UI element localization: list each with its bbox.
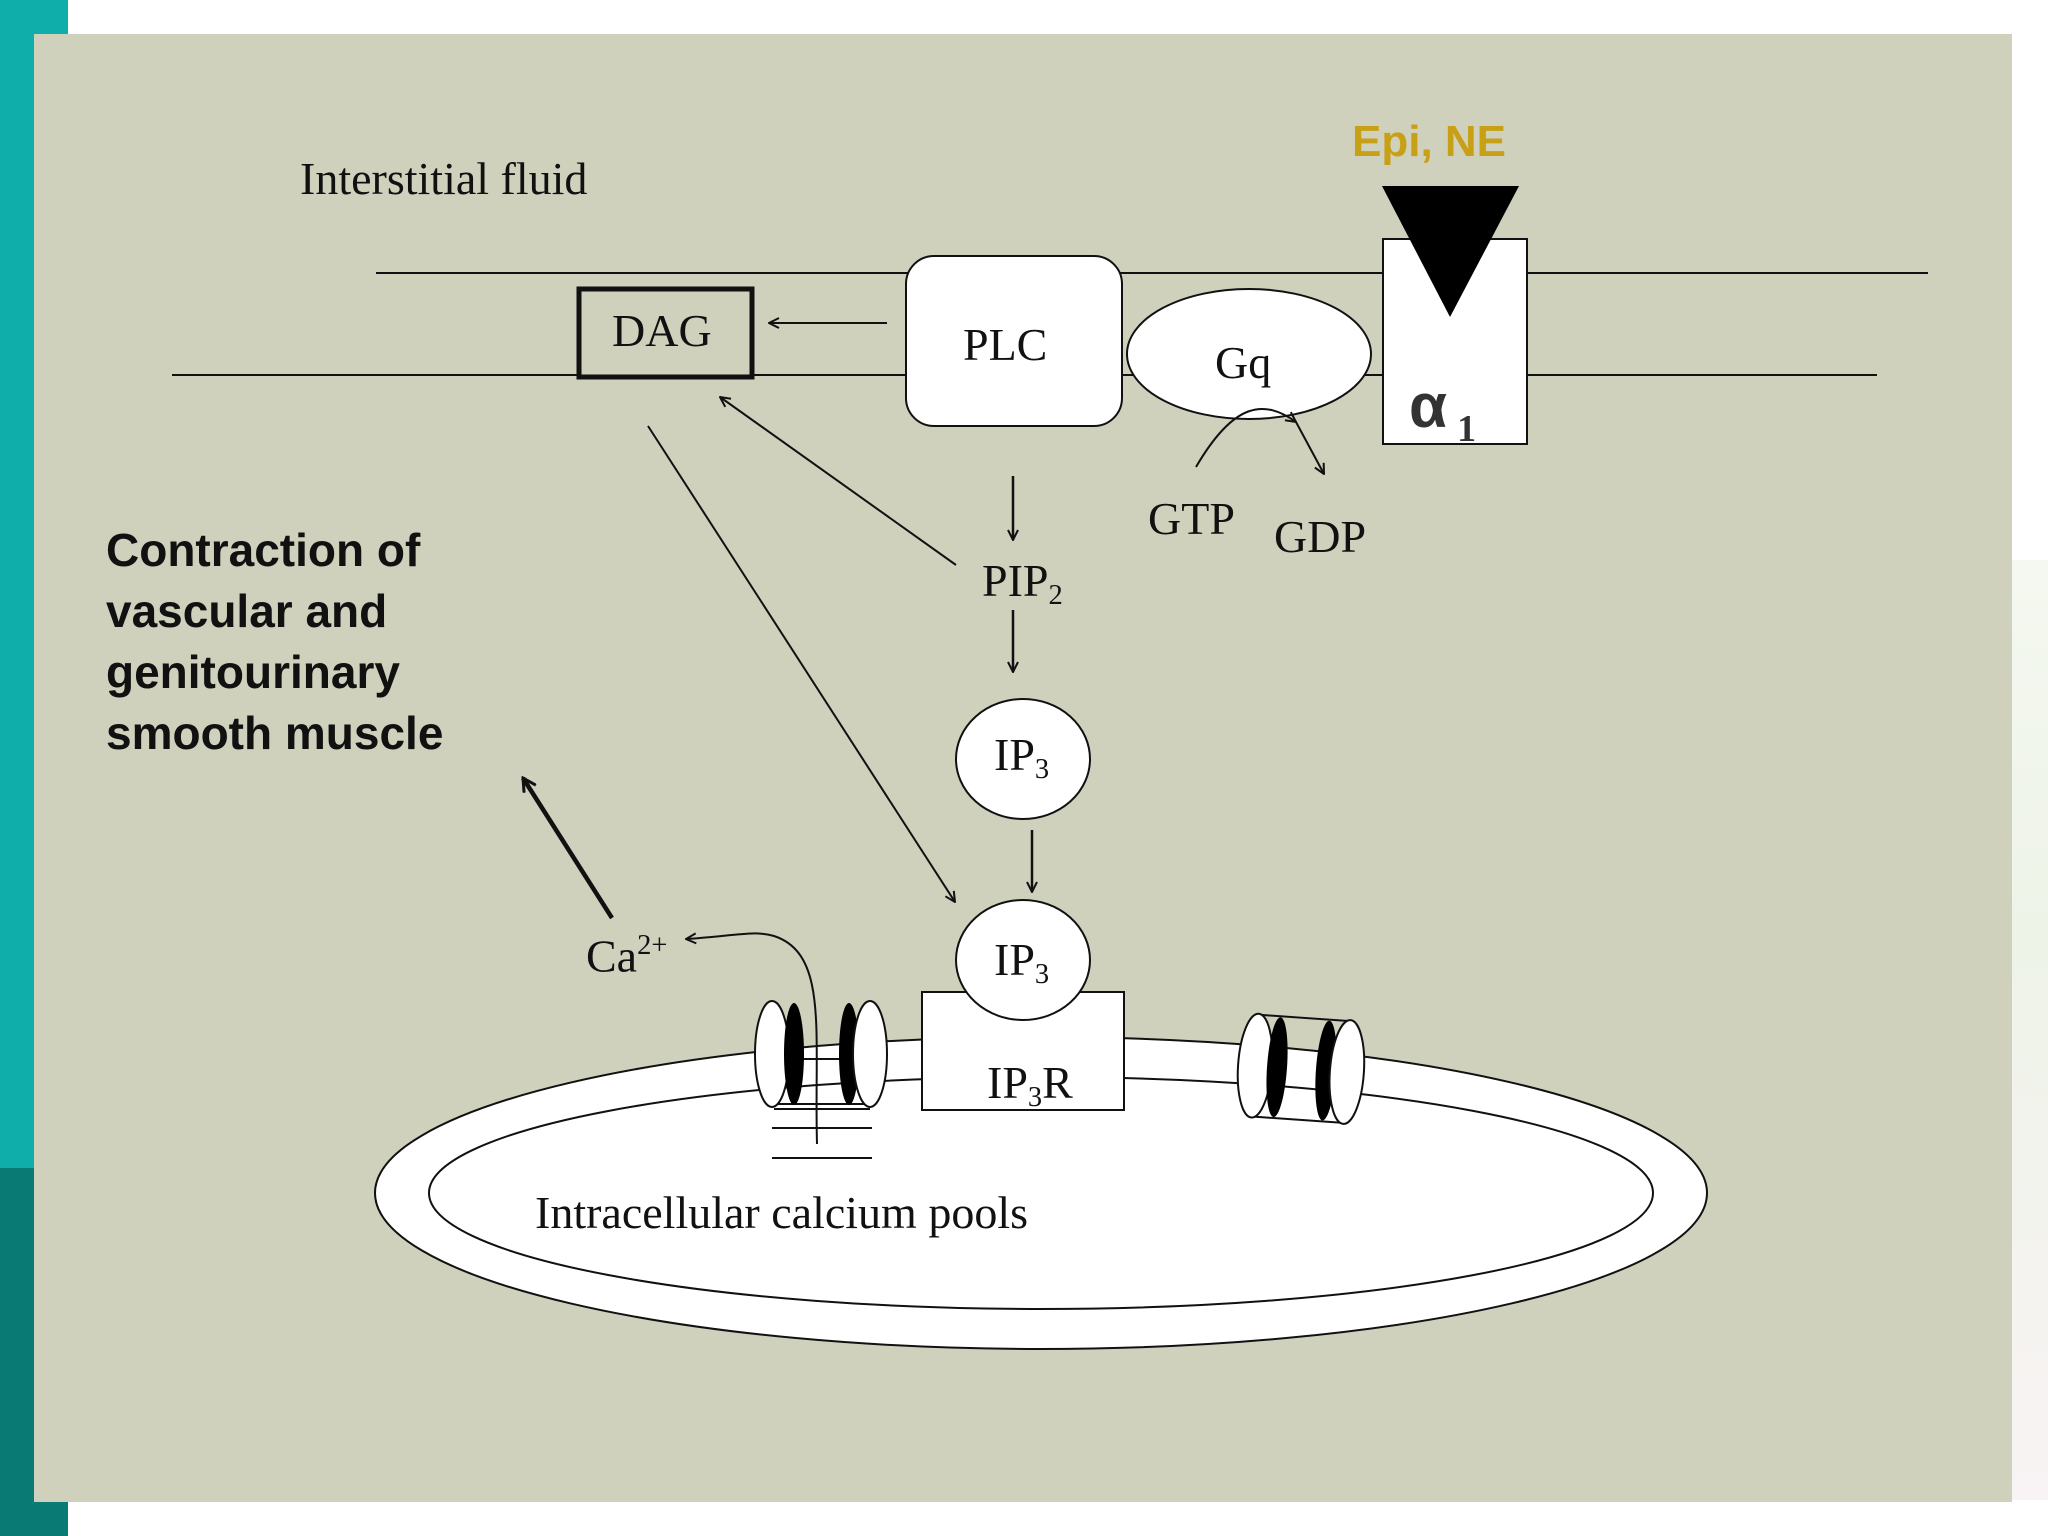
ip-text: IP (994, 729, 1035, 780)
gdp-label: GDP (1274, 511, 1367, 562)
dag-label: DAG (612, 305, 712, 356)
contraction-line-1: Contraction of (106, 524, 421, 576)
gtp-label: GTP (1148, 493, 1235, 544)
calcium-release-curve (686, 932, 818, 1145)
contraction-line-2: vascular and (106, 585, 388, 637)
dag-box (576, 286, 755, 380)
alpha-symbol: α (1409, 372, 1448, 441)
pathway-diagram (172, 186, 1928, 1350)
gq-label: Gq (1215, 337, 1272, 388)
gq-ellipse (1126, 288, 1372, 420)
alpha-subscript: 1 (1457, 408, 1477, 450)
agonist-label: Epi, NE (1352, 117, 1507, 166)
calcium-channel-left (754, 1000, 888, 1159)
gtp-gdp-curve (1195, 408, 1296, 468)
contraction-text: Contraction of vascular and genitourinar… (106, 520, 443, 764)
ip3r-subscript: 3 (1027, 1081, 1043, 1113)
plc-label: PLC (963, 319, 1048, 370)
ip3-top-label: IP3 (994, 732, 1049, 785)
agonist-triangle (1382, 186, 1519, 317)
right-background-decoration (2010, 560, 2048, 1500)
ca-text: Ca (586, 930, 638, 982)
ip-bound-subscript: 3 (1034, 958, 1050, 990)
ip3-circle-top (955, 698, 1091, 820)
plc-box (905, 255, 1123, 427)
calcium-ion-label: Ca2+ (586, 930, 668, 982)
ip3-circle-bound (955, 899, 1091, 1021)
ip3r-pre-text: IP (987, 1057, 1028, 1108)
ca-superscript: 2+ (637, 930, 668, 961)
ip-bound-text: IP (994, 934, 1035, 985)
contraction-line-3: genitourinary (106, 646, 400, 698)
pip2-label: PIP2 (982, 558, 1063, 611)
interstitial-fluid-label: Interstitial fluid (300, 153, 588, 204)
pip-subscript: 2 (1048, 579, 1063, 611)
ip3-bound-label: IP3 (994, 937, 1049, 990)
ip3r-post-text: R (1042, 1057, 1073, 1108)
gdp-arrow-line (1295, 421, 1324, 474)
calcium-to-contraction-arrow (521, 778, 614, 920)
ip3r-label: IP3R (987, 1060, 1073, 1113)
calcium-channel-right (1236, 1012, 1366, 1125)
contraction-line-4: smooth muscle (106, 707, 444, 759)
dag-to-ip3r-arrow (647, 425, 955, 902)
pip-text: PIP (982, 555, 1049, 606)
ip-subscript: 3 (1034, 753, 1050, 785)
pip2-to-dag-arrow (720, 397, 957, 566)
calcium-pools-label: Intracellular calcium pools (535, 1187, 1029, 1238)
